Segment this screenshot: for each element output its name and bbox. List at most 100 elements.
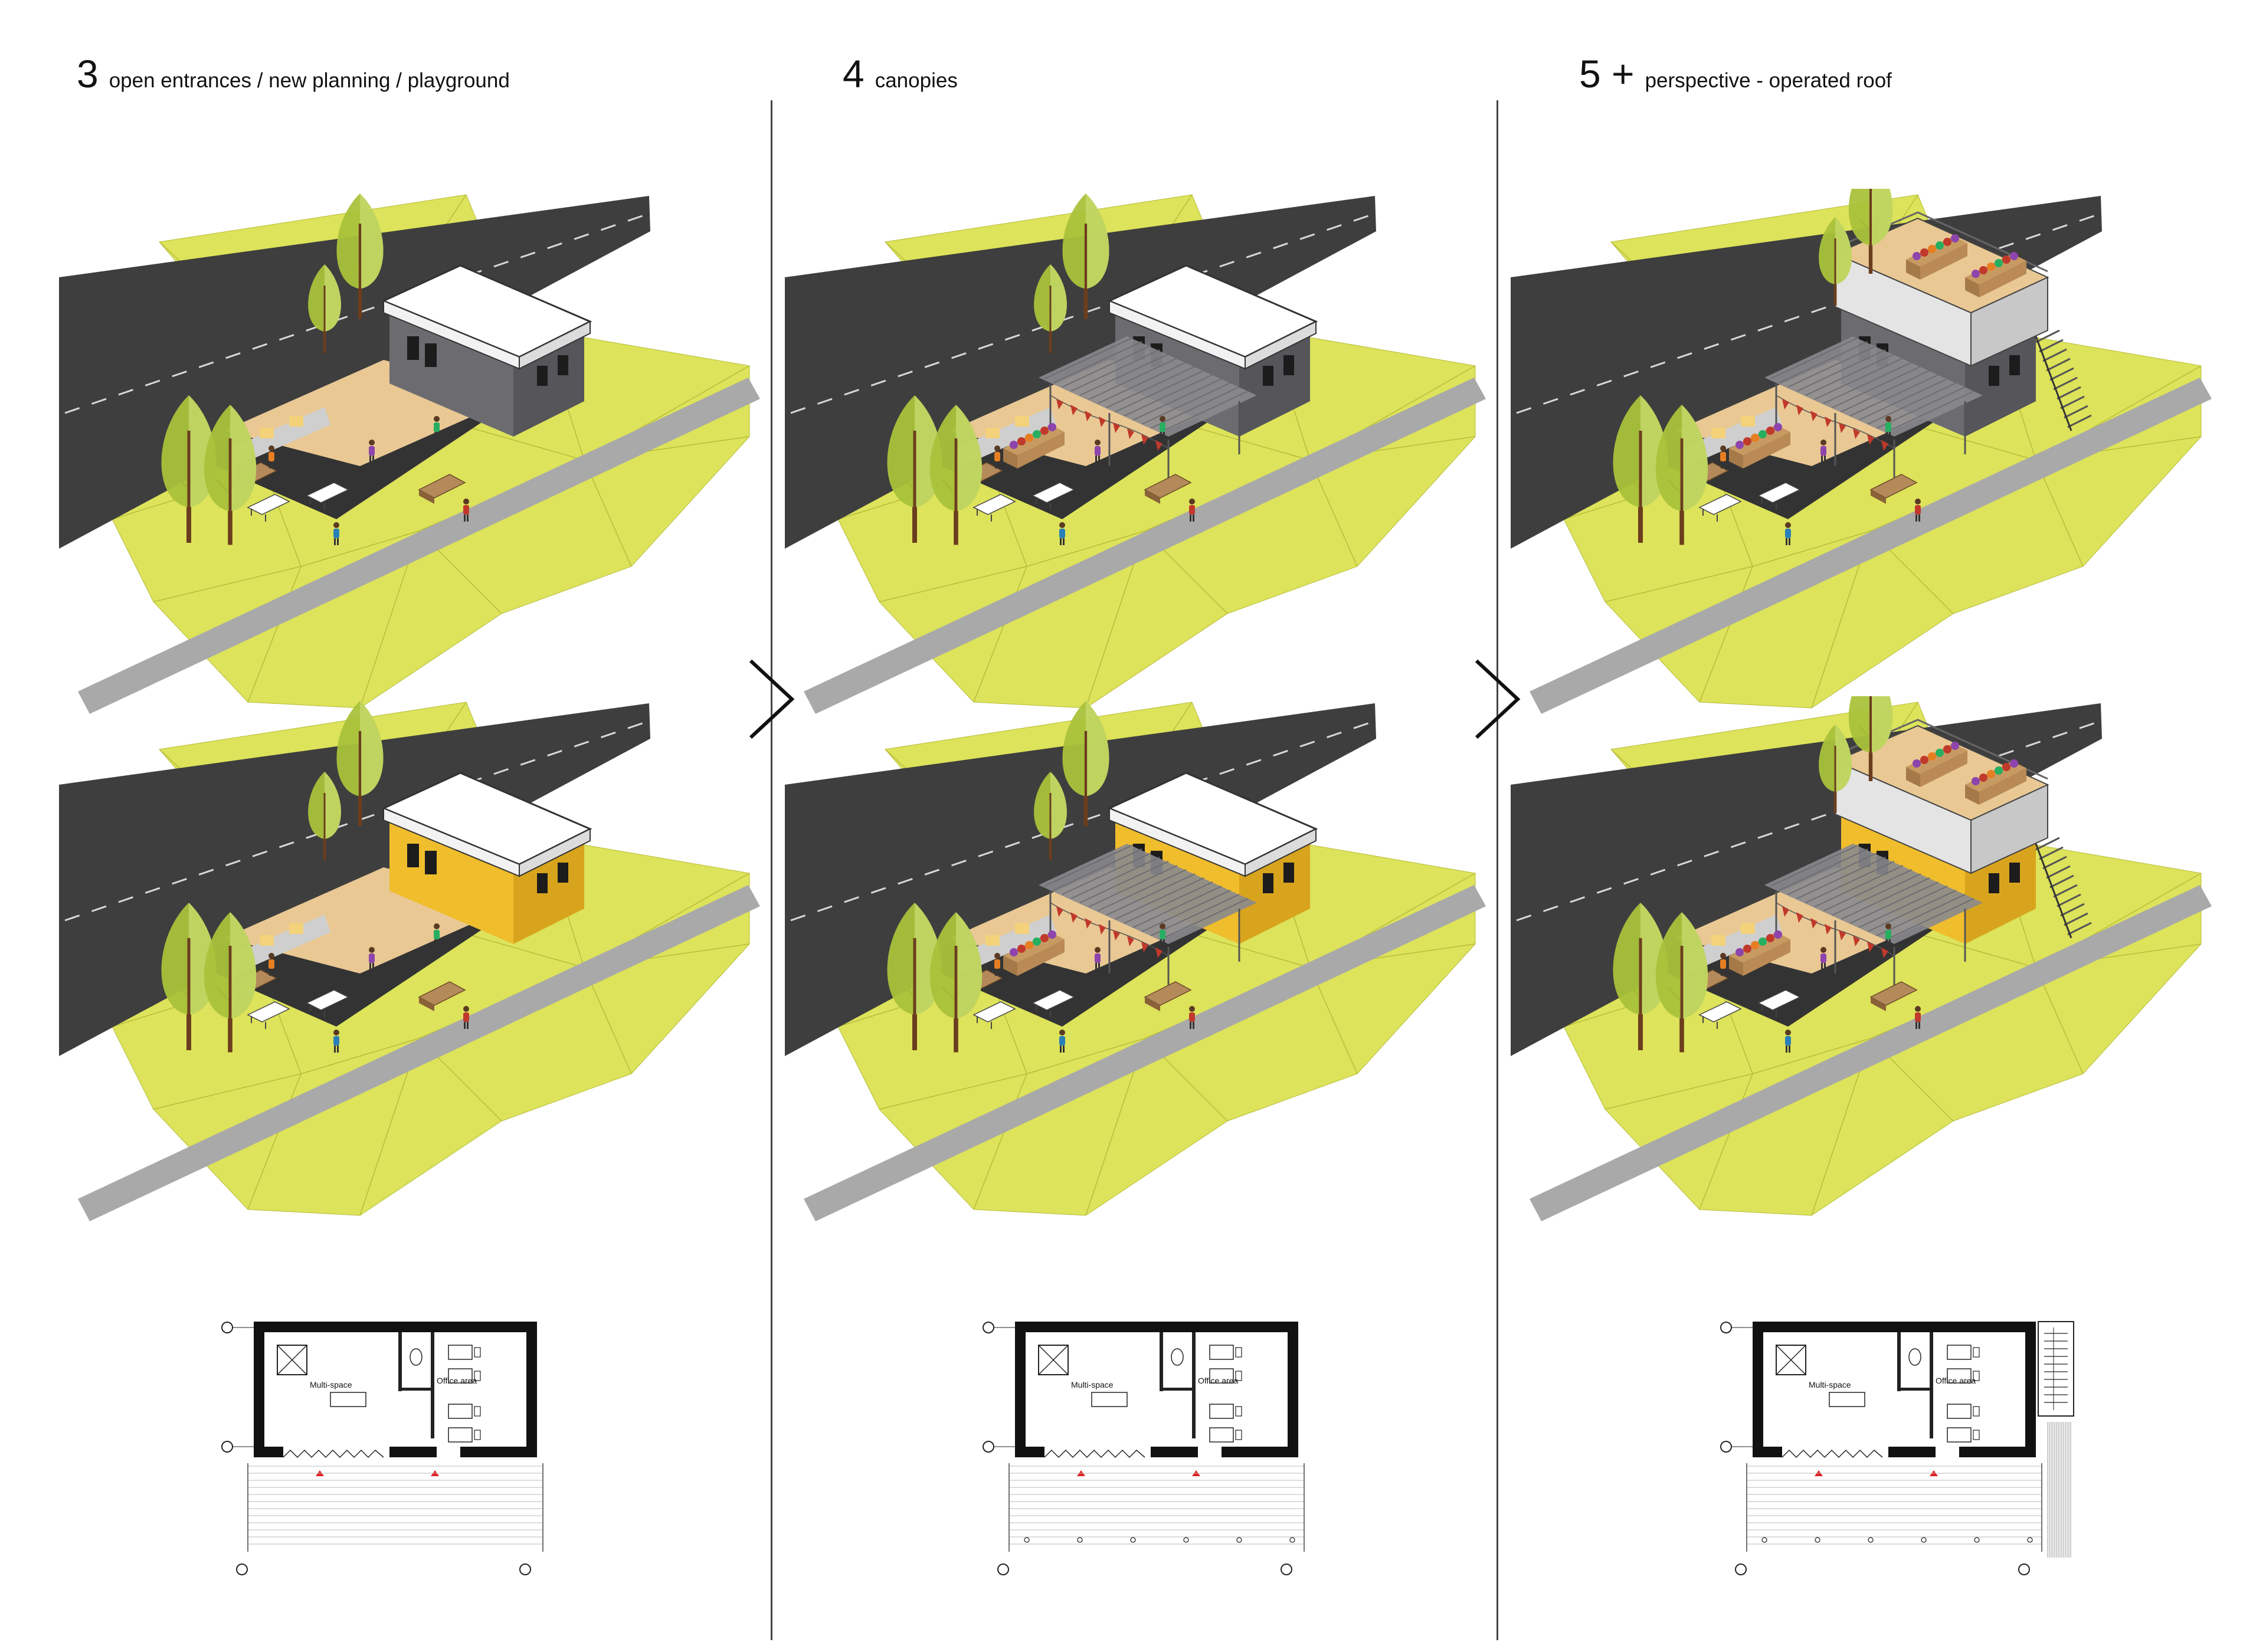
canopy-slat bbox=[1770, 844, 1859, 887]
label-multi-space: Multi-space bbox=[1809, 1380, 1851, 1389]
bunting-flag bbox=[1796, 912, 1803, 923]
person-leg bbox=[437, 939, 439, 946]
bench bbox=[306, 482, 349, 510]
person-leg bbox=[464, 514, 466, 522]
person bbox=[1059, 1030, 1065, 1053]
desk bbox=[1209, 1427, 1234, 1443]
fixture-line bbox=[1776, 1345, 1806, 1375]
stair-step bbox=[2035, 837, 2060, 851]
person-leg bbox=[1786, 1045, 1787, 1053]
produce bbox=[1920, 248, 1928, 257]
stair-step bbox=[2053, 376, 2078, 391]
road-centerline bbox=[1516, 212, 2101, 414]
bunting-flag bbox=[1825, 924, 1832, 935]
person bbox=[1820, 947, 1826, 970]
partition bbox=[1163, 1388, 1192, 1391]
road-centerline bbox=[790, 720, 1376, 922]
stair-outline bbox=[2038, 1321, 2074, 1417]
person-leg bbox=[1889, 939, 1891, 946]
building-window bbox=[2009, 355, 2020, 375]
person-body bbox=[369, 446, 375, 455]
desk bbox=[1947, 1427, 1972, 1443]
person-leg bbox=[1886, 939, 1888, 946]
tree-foliage-highlight bbox=[1682, 912, 1708, 1019]
bench bbox=[1698, 494, 1742, 522]
person-head bbox=[1720, 445, 1726, 451]
roof-edge-side bbox=[1245, 320, 1317, 370]
label-multi-space: Multi-space bbox=[1071, 1380, 1114, 1389]
wall bbox=[1753, 1322, 1763, 1457]
table-fixture bbox=[1091, 1392, 1128, 1407]
person-leg bbox=[437, 432, 439, 439]
stair-step bbox=[2057, 386, 2081, 400]
person-leg bbox=[1160, 939, 1162, 946]
canopy-slat bbox=[1044, 844, 1134, 887]
stage-number: 5 + bbox=[1579, 52, 1635, 96]
stair-step bbox=[2060, 395, 2085, 409]
label-office-area: Office area bbox=[1936, 1376, 1976, 1385]
grass-facet-line bbox=[1752, 530, 1871, 567]
produce bbox=[1010, 441, 1018, 449]
bench bbox=[247, 1001, 290, 1029]
planter-side bbox=[1965, 277, 1979, 297]
grid-marker bbox=[1720, 1322, 1732, 1333]
produce bbox=[1979, 266, 1987, 274]
person-head bbox=[1189, 1006, 1195, 1012]
planter-side bbox=[1906, 767, 1920, 787]
wall bbox=[1888, 1447, 1936, 1457]
partition bbox=[1160, 1332, 1163, 1391]
person-body bbox=[268, 959, 274, 969]
canopy-slat bbox=[1079, 353, 1169, 396]
road-centerline bbox=[1516, 720, 2101, 922]
grid-marker bbox=[221, 1322, 233, 1333]
planter-top bbox=[1965, 254, 2026, 284]
tree bbox=[1655, 405, 1708, 545]
kiosk-window bbox=[1015, 923, 1029, 934]
tree bbox=[204, 912, 257, 1053]
stair-step bbox=[2039, 846, 2064, 860]
canopy-post bbox=[1236, 1537, 1242, 1543]
bunting-flag bbox=[1141, 434, 1148, 445]
desk bbox=[1947, 1404, 1972, 1419]
planter-front bbox=[1743, 939, 1790, 976]
canopy-slat bbox=[1787, 345, 1877, 388]
chair bbox=[1973, 1406, 1980, 1417]
canopy-post bbox=[1077, 1537, 1083, 1543]
person-leg bbox=[467, 514, 469, 522]
roof-edge-side bbox=[1245, 828, 1317, 877]
person-leg bbox=[1821, 455, 1823, 463]
building-window bbox=[558, 355, 568, 375]
planter-front bbox=[1017, 939, 1065, 976]
planter-front bbox=[1979, 261, 2026, 297]
planter-front bbox=[1743, 432, 1790, 468]
chair bbox=[1235, 1347, 1242, 1358]
stair-step bbox=[2039, 339, 2064, 353]
canopy-slat bbox=[1079, 861, 1169, 903]
person-leg bbox=[464, 1022, 466, 1029]
planter-top bbox=[1003, 425, 1065, 455]
bunting-string bbox=[1050, 395, 1169, 449]
bench-top bbox=[247, 1001, 290, 1022]
person-body bbox=[1915, 505, 1921, 514]
canopy-slat bbox=[1876, 894, 1966, 936]
person-leg bbox=[1721, 461, 1723, 468]
desk bbox=[448, 1345, 473, 1360]
tree bbox=[887, 395, 942, 543]
footpath bbox=[78, 378, 760, 714]
stair-rail bbox=[2035, 843, 2072, 939]
label-office-area: Office area bbox=[437, 1376, 477, 1385]
bunting-string bbox=[1776, 902, 1895, 956]
person-leg bbox=[1190, 1022, 1191, 1029]
grid-marker bbox=[1735, 1564, 1747, 1575]
label-multi-space: Multi-space bbox=[310, 1380, 352, 1389]
person-leg bbox=[1789, 538, 1790, 545]
market-planter bbox=[1729, 930, 1790, 976]
produce bbox=[1766, 934, 1774, 942]
tree-foliage-highlight bbox=[1835, 217, 1852, 284]
person-leg bbox=[1889, 432, 1891, 439]
person-head bbox=[1720, 953, 1726, 959]
canopy-slat bbox=[1106, 873, 1196, 916]
produce bbox=[1913, 252, 1921, 260]
bunting-flag bbox=[1070, 405, 1078, 415]
roof-planter bbox=[1906, 742, 1967, 787]
